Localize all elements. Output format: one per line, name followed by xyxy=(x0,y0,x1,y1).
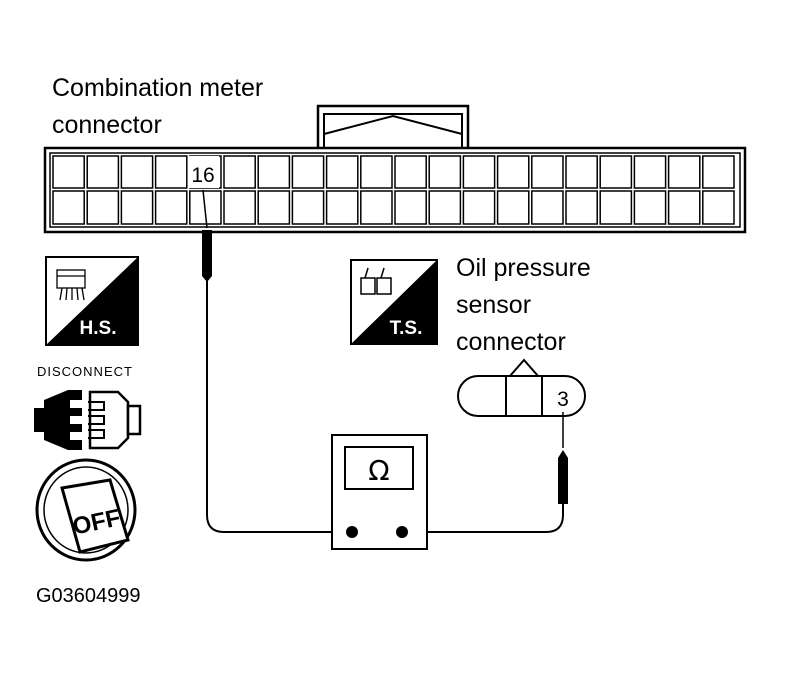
connector-cavity xyxy=(496,155,530,189)
connector-cavity xyxy=(154,155,188,189)
harness-side-badge: H.S. xyxy=(45,256,139,346)
lead-wire-left xyxy=(206,514,352,533)
connector-cavity xyxy=(360,155,393,189)
lead-wire-right xyxy=(402,514,564,533)
connector-cavity xyxy=(702,155,735,189)
ignition-switch-off-icon: OFF xyxy=(35,458,137,562)
oil-pressure-sensor-connector: 3 xyxy=(457,358,586,417)
ohm-symbol: Ω xyxy=(368,454,389,487)
connector-cavity xyxy=(325,190,359,225)
connector-cavity xyxy=(633,155,667,189)
connector-cavity xyxy=(120,190,154,225)
connector-cavity xyxy=(428,190,462,225)
connector-cavity xyxy=(462,155,496,189)
connector-cavity xyxy=(428,155,462,189)
probe-meter-side xyxy=(202,189,212,515)
connector-cavity xyxy=(360,190,393,225)
connector-pin-grid xyxy=(52,155,735,225)
connector-cavity xyxy=(394,190,427,225)
connector-cavity xyxy=(291,190,325,225)
connector-cavity xyxy=(565,155,598,189)
connector-cavity xyxy=(325,155,359,189)
connector-cavity xyxy=(667,155,701,189)
combination-meter-label: Combination meter connector xyxy=(52,74,270,139)
connector-cavity xyxy=(702,190,735,225)
connector-cavity xyxy=(599,190,633,225)
connector-cavity xyxy=(120,155,154,189)
ts-badge-text: T.S. xyxy=(390,318,423,339)
harness-side-connector-icon xyxy=(56,269,86,301)
connector-cavity xyxy=(394,155,427,189)
connector-cavity xyxy=(257,190,291,225)
oil-pressure-label-line2: sensor xyxy=(456,291,531,319)
oil-pressure-label-line3: connector xyxy=(456,328,566,356)
connector-cavity xyxy=(223,155,256,189)
connector-cavity xyxy=(223,190,256,225)
connector-cavity xyxy=(531,155,564,189)
connector-cavity xyxy=(496,190,530,225)
connector-cavity xyxy=(565,190,598,225)
sensor-pin-number: 3 xyxy=(557,388,569,411)
connector-cavity xyxy=(86,155,120,189)
disconnect-connector-icon xyxy=(34,390,142,450)
ohmmeter-icon: Ω xyxy=(331,434,428,550)
oil-pressure-label: Oil pressure sensor connector xyxy=(456,254,598,356)
connector-cavity xyxy=(599,155,633,189)
combination-meter-label-line1: Combination meter xyxy=(52,74,263,102)
connector-cavity xyxy=(52,190,85,225)
connector-cavity xyxy=(257,155,291,189)
connector-cavity xyxy=(667,190,701,225)
combination-meter-label-line2: connector xyxy=(52,111,162,139)
connector-cavity xyxy=(86,190,120,225)
connector-cavity xyxy=(633,190,667,225)
connector-cavity xyxy=(52,155,85,189)
terminal-side-connector-icon xyxy=(360,267,392,295)
disconnect-label: DISCONNECT xyxy=(37,364,133,379)
connector-cavity xyxy=(154,190,188,225)
probe-sensor-side xyxy=(558,412,568,515)
connector-cavity xyxy=(531,190,564,225)
connector-cavity xyxy=(462,190,496,225)
hs-badge-text: H.S. xyxy=(80,318,117,339)
figure-code: G03604999 xyxy=(36,585,141,607)
connector-cavity xyxy=(291,155,325,189)
oil-pressure-label-line1: Oil pressure xyxy=(456,254,591,282)
meter-pin-number: 16 xyxy=(191,164,214,187)
terminal-side-badge: T.S. xyxy=(350,259,438,345)
combination-meter-connector: 16 xyxy=(43,104,747,234)
